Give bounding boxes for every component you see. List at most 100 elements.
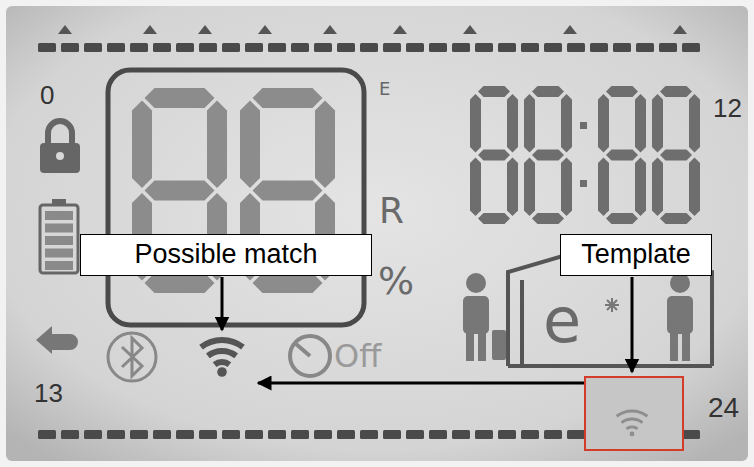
suitcase [492,330,506,360]
bar-segment [291,430,309,439]
battery-bar [45,261,73,270]
bar-segment [429,43,447,52]
indicator-triangle [673,25,687,34]
bar-segment [521,430,539,439]
person-home [667,273,693,361]
wifi-arc [617,411,648,416]
lcd-segment [478,150,510,161]
bar-segment [268,430,286,439]
bar-segment [153,430,171,439]
bar-segment [130,430,148,439]
lcd-segment [598,158,609,217]
bar-segment [360,430,378,439]
person-head [670,273,690,293]
indicator-triangle [563,25,577,34]
wifi-dot [217,367,227,377]
lcd-segment [606,86,638,97]
leader-arrow [221,277,224,330]
bar-segment [199,430,217,439]
bar-segment [682,430,700,439]
person-body [463,296,489,334]
bar-segment [406,43,424,52]
lcd-label: 13 [34,380,63,406]
bar-segment [222,430,240,439]
lcd-segment [561,94,572,153]
lcd-segment [315,101,335,189]
match-arrow [258,382,584,385]
bluetooth-icon [122,338,142,376]
bar-segment [452,43,470,52]
indicator-triangle [143,25,157,34]
indicator-triangle [258,25,272,34]
lcd-segment [635,94,646,153]
bar-segment [567,43,585,52]
lcd-label: e [543,290,581,352]
colon-dot [580,122,587,129]
battery-bar [45,211,73,220]
lcd-segment [207,101,227,189]
lcd-label: 0 [40,82,54,108]
seven-segment-digit [652,86,700,224]
display-frame [108,70,364,325]
timer-icon [290,336,330,376]
bar-segment [199,43,217,52]
lcd-segment [253,181,323,201]
bar-segment [498,430,516,439]
person-leg [466,331,474,361]
bar-segment [61,430,79,439]
lcd-label: E [379,80,390,98]
lcd-ground [6,6,748,461]
bar-segment [84,430,102,439]
person-leg [478,331,486,361]
lcd-segment [652,158,663,217]
bar-segment [176,43,194,52]
bar-segment [38,43,56,52]
wifi-arc [208,351,236,356]
bar-segment [452,430,470,439]
person-head [466,273,486,293]
wifi-arc [626,427,637,429]
wifi-arc [215,362,230,365]
lcd-segment [660,150,692,161]
indicator-triangle [393,25,407,34]
lcd-segment [507,94,518,153]
wifi-arc [622,419,643,423]
leader-arrow [631,277,634,372]
bar-segment [337,430,355,439]
colon-dot [580,180,587,187]
wifi-arc [201,340,243,347]
bar-segment [314,43,332,52]
bar-segment [291,43,309,52]
bar-segment [153,43,171,52]
lcd-segment [660,86,692,97]
lcd-label: Off [334,340,381,372]
seven-segment-digit [524,86,572,224]
lcd-segment [145,273,215,293]
lcd-segment [478,86,510,97]
return-icon [36,326,78,354]
lcd-segment [132,101,152,189]
template-rectangle [585,377,683,450]
lcd-segment [598,94,609,153]
person-body [667,296,693,334]
callout-box: Possible match [80,234,372,276]
callout-text: Possible match [134,240,317,270]
lcd-segment [532,86,564,97]
bar-segment [245,430,263,439]
bar-segment [590,43,608,52]
bar-segment [268,43,286,52]
bar-segment [38,430,56,439]
bar-segment [107,430,125,439]
lcd-segment [470,94,481,153]
bar-segment [521,43,539,52]
timer-icon [296,344,310,356]
bar-segment [130,43,148,52]
lcd-segment [660,213,692,224]
lock-icon [48,121,72,145]
lcd-segment [689,158,700,217]
bar-segment [406,430,424,439]
lcd-segment [145,181,215,201]
battery-icon [40,205,78,273]
lcd-segment [478,213,510,224]
battery-bar [45,224,73,233]
